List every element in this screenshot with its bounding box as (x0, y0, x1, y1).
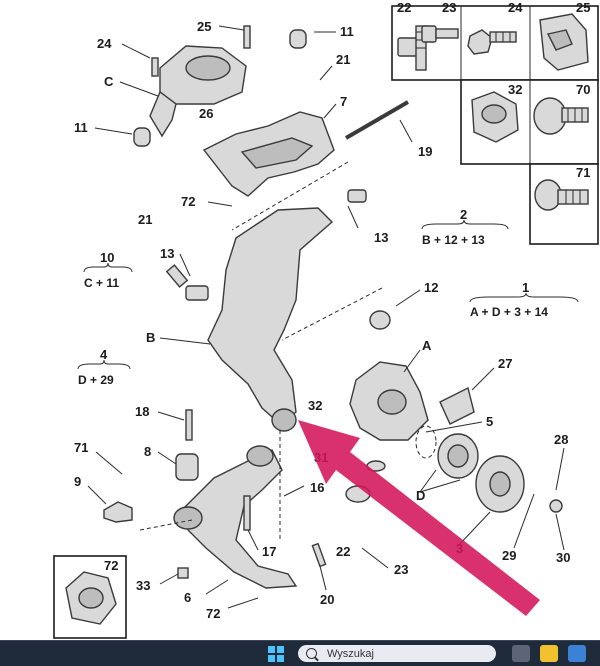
bushing-11-top (289, 29, 307, 49)
taskbar: Wyszukaj (0, 640, 600, 666)
bolt-25 (243, 25, 251, 49)
knuckle-b (185, 207, 334, 432)
callout-12: 12 (424, 280, 438, 295)
formula-c-11: C + 11 (84, 276, 119, 290)
box-label-24: 24 (508, 0, 523, 15)
nut-32-icon (471, 91, 519, 143)
callout-13-left: 13 (160, 246, 174, 261)
callout-11-top: 11 (340, 24, 354, 39)
formula-b-12-13: B + 12 + 13 (422, 233, 485, 247)
ball-joint-12 (369, 310, 391, 330)
formula-a-d-3-14: A + D + 3 + 14 (470, 305, 548, 319)
callout-4: 4 (100, 347, 108, 362)
callout-33: 33 (136, 578, 150, 593)
box-label-32: 32 (508, 82, 522, 97)
callout-16: 16 (310, 480, 324, 495)
wheel-hub-3 (475, 455, 563, 513)
bolt-18 (185, 409, 193, 441)
box-label-25: 25 (576, 0, 590, 15)
bolt-22-icon (397, 25, 427, 71)
callout-23: 23 (394, 562, 408, 577)
nut-72-box: 72 (53, 555, 127, 639)
bolt-24-icon (467, 29, 517, 55)
box-label-70: 70 (576, 82, 590, 97)
callout-a: A (422, 338, 432, 353)
callout-72-lower: 72 (206, 606, 220, 621)
callout-22: 22 (336, 544, 350, 559)
callout-9: 9 (74, 474, 81, 489)
callout-2: 2 (460, 207, 467, 222)
callout-21-left: 21 (138, 212, 152, 227)
box-label-71: 71 (576, 165, 590, 180)
callout-8: 8 (144, 444, 151, 459)
screw-71-icon (534, 179, 589, 211)
highlight-arrow (298, 420, 540, 616)
formula-10: 10 C + 11 (83, 250, 133, 290)
taskbar-app-icon[interactable] (540, 645, 558, 662)
bushing-11-left (133, 127, 151, 147)
callout-25: 25 (197, 19, 211, 34)
callout-1: 1 (522, 280, 529, 295)
callout-10: 10 (100, 250, 114, 265)
hub-carrier-a (349, 361, 429, 441)
callout-17: 17 (262, 544, 276, 559)
callout-32: 32 (308, 398, 322, 413)
callout-26: 26 (199, 106, 213, 121)
callout-18: 18 (135, 404, 149, 419)
leader-lines (87, 25, 565, 609)
nut-33 (177, 567, 189, 579)
callout-d: D (416, 488, 425, 503)
search-placeholder: Wyszukaj (327, 647, 374, 660)
shield-27 (439, 386, 475, 425)
search-icon (306, 648, 317, 659)
callout-7: 7 (340, 94, 347, 109)
windows-start-icon[interactable] (268, 646, 284, 662)
callout-21-top: 21 (336, 52, 350, 67)
callout-19: 19 (418, 144, 432, 159)
upper-arm-7 (202, 111, 335, 197)
taskbar-search-box[interactable]: Wyszukaj (298, 645, 496, 662)
callout-numbers: 25 11 24 21 C 7 26 11 19 72 21 13 13 12 … (74, 19, 570, 621)
callout-28: 28 (554, 432, 568, 447)
callout-27: 27 (498, 356, 512, 371)
bolt-17 (243, 495, 251, 531)
clip-nut-25-icon (539, 13, 589, 71)
bolt-23-icon (421, 25, 459, 43)
wheel-bearing-d (415, 425, 479, 479)
callout-b: B (146, 330, 155, 345)
formula-1: 1 A + D + 3 + 14 (469, 280, 579, 319)
box-label-72: 72 (104, 558, 118, 573)
callout-6: 6 (184, 590, 191, 605)
bolt-13b (165, 264, 189, 288)
box-label-22: 22 (397, 0, 411, 15)
callout-20: 20 (320, 592, 334, 607)
box-label-23: 23 (442, 0, 456, 15)
callout-5: 5 (486, 414, 493, 429)
top-mount-c (149, 45, 247, 138)
bolt-20 (311, 542, 327, 568)
lower-arm-6 (173, 445, 298, 589)
callout-30: 30 (556, 550, 570, 565)
bolt-19 (344, 100, 410, 140)
bushing-13a (347, 189, 367, 203)
formula-4: 4 D + 29 (77, 347, 131, 387)
formula-d-29: D + 29 (78, 373, 114, 387)
screw-70-icon (533, 97, 589, 135)
hub-nut-30 (549, 499, 563, 513)
suspension-parts-diagram: 22 23 24 25 32 70 71 (53, 0, 599, 639)
callout-71: 71 (74, 440, 88, 455)
callout-29: 29 (502, 548, 516, 563)
taskbar-app-icon[interactable] (568, 645, 586, 662)
bracket-9 (103, 501, 133, 523)
bolt-24 (151, 57, 159, 77)
callout-c: C (104, 74, 114, 89)
fastener-grid: 22 23 24 25 32 70 71 (391, 0, 599, 245)
callout-72-upper: 72 (181, 194, 195, 209)
callout-11-left: 11 (74, 120, 88, 135)
formula-2: 2 B + 12 + 13 (421, 207, 509, 247)
callout-13-right: 13 (374, 230, 388, 245)
bushing-8 (175, 453, 199, 481)
callout-24: 24 (97, 36, 112, 51)
taskbar-app-icon[interactable] (512, 645, 530, 662)
